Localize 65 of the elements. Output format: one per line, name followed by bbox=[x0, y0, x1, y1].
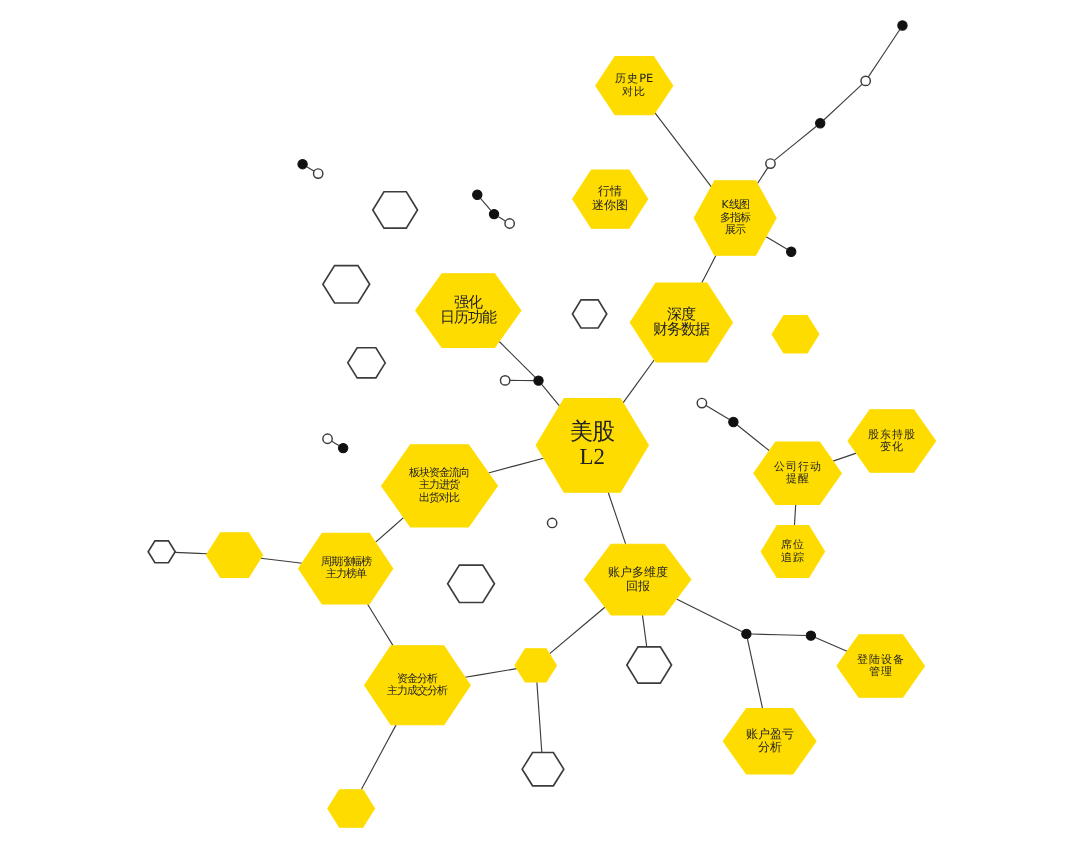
node-circle bbox=[336, 442, 348, 454]
connector bbox=[749, 633, 806, 637]
node-circle bbox=[471, 189, 482, 200]
connector bbox=[330, 440, 339, 447]
connector bbox=[822, 83, 862, 121]
node-circle bbox=[896, 20, 907, 31]
node-circle bbox=[804, 630, 816, 641]
node-circle bbox=[740, 628, 751, 640]
node-circle bbox=[296, 159, 307, 170]
connector bbox=[173, 551, 207, 555]
node-hexagon bbox=[146, 540, 176, 564]
node-circle bbox=[727, 416, 738, 428]
connector bbox=[621, 359, 654, 404]
node-circle bbox=[695, 397, 707, 409]
connector bbox=[674, 598, 742, 633]
node-circle bbox=[487, 208, 499, 220]
connector bbox=[764, 236, 787, 250]
node-hexagon bbox=[345, 346, 386, 379]
node-hexagon bbox=[570, 299, 607, 329]
connector bbox=[700, 254, 716, 284]
node-hexagon bbox=[320, 264, 370, 304]
connector bbox=[640, 614, 647, 648]
node-hexagon bbox=[326, 789, 375, 828]
node-circle bbox=[503, 218, 515, 229]
connector bbox=[831, 452, 856, 462]
node-circle bbox=[814, 118, 825, 129]
connector bbox=[745, 637, 763, 709]
node-hexagon bbox=[770, 315, 819, 354]
connector bbox=[755, 167, 768, 185]
connector bbox=[359, 724, 396, 791]
connector bbox=[606, 491, 626, 545]
connector bbox=[735, 424, 769, 452]
connector bbox=[653, 112, 711, 188]
connector bbox=[366, 603, 393, 646]
connector bbox=[486, 457, 544, 474]
connector bbox=[792, 504, 796, 526]
connector bbox=[548, 606, 605, 655]
node-circle bbox=[532, 375, 543, 386]
connector bbox=[535, 681, 542, 753]
node-circle bbox=[311, 168, 323, 179]
node-circle bbox=[785, 246, 796, 257]
connector bbox=[813, 636, 847, 652]
connector bbox=[866, 28, 900, 78]
node-hexagon bbox=[624, 645, 672, 685]
connector bbox=[478, 197, 491, 211]
node-circle bbox=[859, 75, 871, 87]
connector bbox=[259, 557, 302, 564]
node-hexagon bbox=[520, 751, 564, 787]
node-hexagon bbox=[370, 190, 418, 229]
node-hexagon bbox=[513, 648, 557, 683]
node-hexagon bbox=[204, 532, 263, 578]
connector bbox=[772, 125, 817, 161]
connector bbox=[496, 216, 505, 222]
connector bbox=[704, 405, 729, 420]
node-hexagon bbox=[445, 564, 495, 604]
node-circle bbox=[764, 158, 775, 169]
connector bbox=[497, 340, 535, 378]
connector bbox=[540, 383, 560, 407]
connector bbox=[463, 668, 517, 678]
connector bbox=[374, 517, 404, 543]
node-circle bbox=[321, 433, 332, 445]
connector bbox=[508, 379, 534, 382]
node-circle bbox=[498, 375, 510, 386]
node-circle bbox=[545, 517, 557, 529]
connector bbox=[305, 166, 314, 172]
